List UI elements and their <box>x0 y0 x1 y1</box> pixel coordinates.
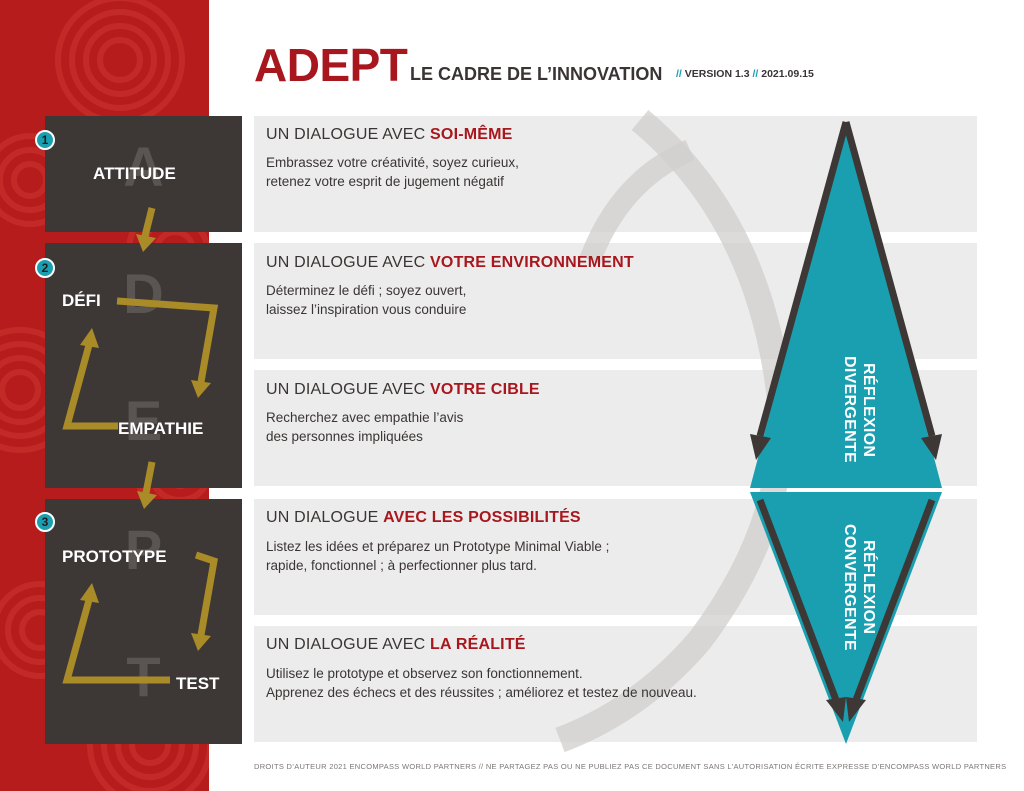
convergent-label-text: RÉFLEXION CONVERGENTE <box>841 523 877 651</box>
stage-number-badge-3: 3 <box>35 512 55 532</box>
heading-highlight: AVEC LES POSSIBILITÉS <box>383 509 581 526</box>
version-info: // VERSION 1.3 // 2021.09.15 <box>676 67 814 81</box>
ghost-letter-e: E <box>124 389 163 452</box>
copyright-footer: DROITS D’AUTEUR 2021 ENCOMPASS WORLD PAR… <box>254 762 1007 771</box>
stage-box-prototype-test <box>45 499 242 744</box>
version-label: VERSION 1.3 <box>684 68 750 80</box>
heading-prefix: UN DIALOGUE <box>266 509 384 526</box>
page-subtitle: LE CADRE DE L’INNOVATION <box>410 64 663 84</box>
row-heading-2: UN DIALOGUE AVEC VOTRE ENVIRONNEMENT <box>266 253 634 273</box>
stage-box-attitude <box>45 116 242 232</box>
stage-label-prototype: PROTOTYPE <box>62 547 167 566</box>
stage-label-attitude: ATTITUDE <box>93 164 176 183</box>
ghost-letter-a: A <box>123 135 164 198</box>
row-heading-4: UN DIALOGUE AVEC LES POSSIBILITÉS <box>266 508 581 528</box>
row-description-2: Déterminez le défi ; soyez ouvert, laiss… <box>266 283 467 317</box>
divergent-label-text: RÉFLEXION DIVERGENTE <box>841 356 877 464</box>
heading-prefix: UN DIALOGUE AVEC <box>266 636 431 653</box>
divergent-label: RÉFLEXION DIVERGENTE <box>818 345 878 475</box>
heading-highlight: VOTRE ENVIRONNEMENT <box>430 254 634 271</box>
row-heading-5: UN DIALOGUE AVEC LA RÉALITÉ <box>266 635 526 655</box>
stage-label-test: TEST <box>176 674 220 693</box>
heading-highlight: VOTRE CIBLE <box>430 381 540 398</box>
page-title: ADEPT <box>254 39 408 91</box>
stage-label-empathie: EMPATHIE <box>118 419 204 438</box>
heading-prefix: UN DIALOGUE AVEC <box>266 126 431 143</box>
row-description-1: Embrassez votre créativité, soyez curieu… <box>266 155 519 189</box>
ghost-letter-d: D <box>123 262 164 325</box>
heading-highlight: LA RÉALITÉ <box>430 636 526 653</box>
heading-prefix: UN DIALOGUE AVEC <box>266 254 431 271</box>
row-description-5: Utilisez le prototype et observez son fo… <box>266 666 697 700</box>
ghost-letter-p: P <box>124 518 163 581</box>
separator-slash: // <box>676 68 682 80</box>
stage-label-defi: DÉFI <box>62 291 101 310</box>
convergent-triangle <box>750 492 942 744</box>
row-heading-3: UN DIALOGUE AVEC VOTRE CIBLE <box>266 380 540 400</box>
divergent-triangle <box>750 124 942 488</box>
stage-box-defi-empathie <box>45 243 242 488</box>
separator-slash: // <box>752 68 759 80</box>
stage-number-badge-2: 2 <box>35 258 55 278</box>
heading-prefix: UN DIALOGUE AVEC <box>266 381 431 398</box>
convergent-label: RÉFLEXION CONVERGENTE <box>818 512 878 662</box>
row-description-3: Recherchez avec empathie l’avis des pers… <box>266 410 464 444</box>
stage-number-badge-1: 1 <box>35 130 55 150</box>
row-heading-1: UN DIALOGUE AVEC SOI-MÊME <box>266 125 513 145</box>
heading-highlight: SOI-MÊME <box>430 126 513 143</box>
date-label: 2021.09.15 <box>761 68 814 80</box>
row-description-4: Listez les idées et préparez un Prototyp… <box>266 539 610 573</box>
